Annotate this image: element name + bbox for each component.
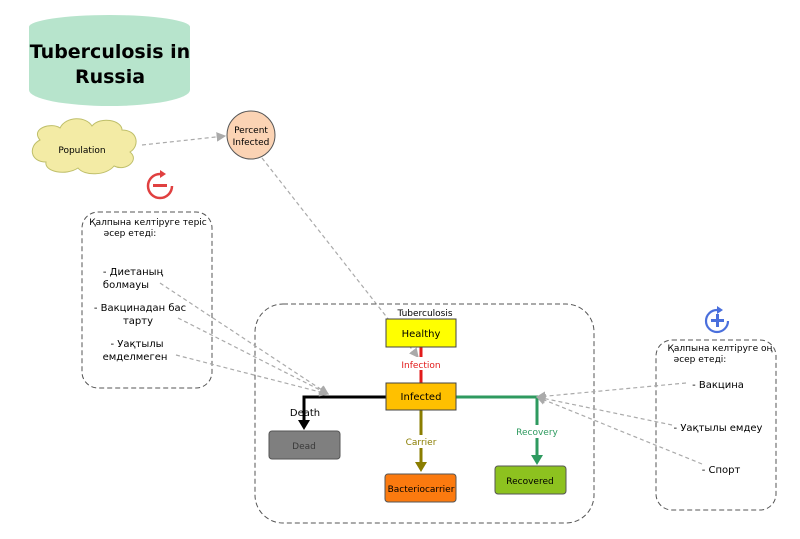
- negative-item-2-line-1: - Вакцинадан бас: [94, 303, 186, 314]
- healthy-stock-label: Healthy: [402, 329, 441, 340]
- negative-item-3-line-1: - Уақтылы: [110, 339, 163, 350]
- recovery-flow-label: Recovery: [516, 428, 558, 438]
- negative-item-1-line-1: - Диетаның: [103, 267, 164, 278]
- bacteriocarrier-stock-label: Bacteriocarrier: [388, 485, 455, 495]
- population-to-percent-link: [141, 132, 227, 146]
- infected-stock-label: Infected: [401, 392, 442, 403]
- recovery-flow[interactable]: Recovery: [456, 395, 561, 465]
- tuberculosis-group-label: Tuberculosis: [396, 309, 452, 319]
- dead-stock[interactable]: Dead: [268, 430, 341, 460]
- positive-factors-box: Қалпына келтіруге оң әсер етеді: - Вакци…: [655, 339, 777, 511]
- positive-factor-links: [535, 382, 703, 465]
- negative-heading-line-2: әсер етеді:: [104, 229, 157, 239]
- positive-heading-line-1: Қалпына келтіруге оң: [668, 344, 773, 354]
- negative-item-3-line-2: емделмеген: [103, 352, 168, 363]
- minus-loop-icon: [146, 170, 174, 200]
- plus-loop-icon: [704, 306, 730, 334]
- negative-item-2-line-2: тарту: [123, 316, 153, 327]
- positive-item-2: - Уақтылы емдеу: [674, 423, 763, 434]
- infection-flow-label: Infection: [401, 361, 440, 371]
- title-line-2: Russia: [75, 66, 145, 88]
- percent-infected-line-2: Infected: [233, 138, 270, 148]
- carrier-flow-label: Carrier: [406, 438, 437, 448]
- title-shape: Tuberculosis in Russia: [29, 15, 190, 106]
- infection-flow[interactable]: Infection: [396, 345, 446, 383]
- title-line-1: Tuberculosis in: [30, 41, 190, 63]
- positive-heading-line-2: әсер етеді:: [674, 355, 727, 365]
- recovered-stock[interactable]: Recovered: [494, 465, 567, 495]
- death-flow[interactable]: Death: [290, 395, 386, 430]
- death-flow-label: Death: [290, 408, 320, 419]
- infected-stock[interactable]: Infected: [385, 382, 457, 411]
- positive-item-1: - Вакцина: [692, 380, 744, 391]
- negative-factor-links: [159, 282, 330, 397]
- population-label: Population: [58, 146, 105, 156]
- negative-factors-box: Қалпына келтіруге теріс әсер етеді: - Ди…: [81, 211, 213, 389]
- carrier-flow[interactable]: Carrier: [400, 410, 442, 472]
- positive-item-3: - Спорт: [702, 465, 741, 476]
- bacteriocarrier-stock[interactable]: Bacteriocarrier: [384, 473, 457, 503]
- population-cloud[interactable]: Population: [31, 118, 137, 175]
- percent-infected-line-1: Percent: [234, 126, 268, 136]
- recovered-stock-label: Recovered: [506, 477, 553, 487]
- tuberculosis-group: Tuberculosis: [254, 303, 595, 524]
- percent-infected-node[interactable]: Percent Infected: [226, 110, 276, 160]
- negative-item-1-line-2: болмауы: [103, 280, 149, 291]
- negative-heading-line-1: Қалпына келтіруге теріс: [89, 218, 207, 228]
- healthy-stock[interactable]: Healthy: [385, 318, 457, 348]
- dead-stock-label: Dead: [292, 442, 316, 452]
